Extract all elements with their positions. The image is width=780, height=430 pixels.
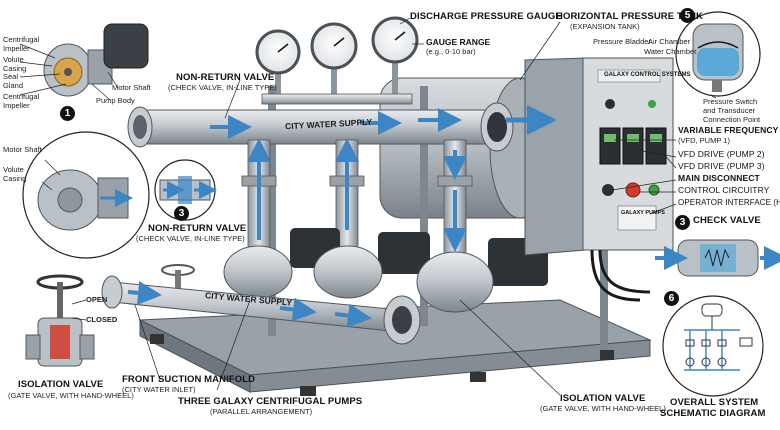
vfd1-sub: (VFD, PUMP 1) [678, 136, 730, 145]
tank-subtitle: (EXPANSION TANK) [570, 22, 640, 31]
overall-schematic-label-1: OVERALL SYSTEM [670, 397, 759, 408]
vfd2-label: VFD DRIVE (PUMP 2) [678, 149, 765, 159]
volute-left-label-b: Casing [3, 174, 27, 183]
tank-title: HORIZONTAL PRESSURE TANK [556, 11, 704, 22]
suction-manifold [101, 275, 421, 345]
pressure-gauge-icon [255, 29, 301, 98]
leader-lines [134, 17, 717, 396]
nrv-mid-sub: (CHECK VALVE, IN-LINE TYPE) [136, 234, 245, 243]
closed-label: CLOSED [86, 315, 118, 324]
pump-cutaway-top [19, 23, 149, 101]
flow-arrow-icon [279, 297, 317, 322]
pressure-switch-label-2: and Transducer [703, 106, 756, 115]
vfd3-label: VFD DRIVE (PUMP 3) [678, 161, 765, 171]
pumps-sub: (PARALLEL ARRANGEMENT) [210, 407, 313, 416]
frame-uprights [268, 86, 608, 350]
volute-label-a: Volute [3, 55, 24, 64]
gauge-header-pipe [261, 93, 413, 105]
pressure-switch-label-3: Connection Point [703, 115, 761, 124]
nrv-top-title: NON-RETURN VALVE [176, 72, 275, 83]
pump-2 [313, 232, 430, 299]
panel-plate: GALAXY PUMPS [621, 210, 665, 216]
manifold-sub: (CITY WATER INLET) [122, 385, 196, 394]
flow-arrow-icon [127, 280, 162, 305]
pressure-gauge-icon [371, 16, 419, 98]
badge-5: 5 [680, 8, 695, 23]
check-valve-icon [655, 239, 780, 277]
water-chamber-label: Water Chamber [644, 47, 697, 56]
panel-title: GALAXY CONTROL SYSTEMS [604, 72, 691, 78]
pump-detail-circle [22, 131, 150, 259]
schematic-diagram [662, 295, 764, 397]
gate-valve-icon [25, 274, 95, 367]
pumps-title: THREE GALAXY CENTRIFUGAL PUMPS [178, 396, 363, 407]
flow-arrows [127, 105, 557, 328]
badge-3b: 3 [675, 215, 690, 230]
air-chamber-label: Air Chamber [648, 37, 691, 46]
vfd1-label: VARIABLE FREQUENCY DRIVE [678, 125, 780, 135]
flow-arrow-icon [334, 303, 372, 328]
gauge-range-title: GAUGE RANGE [426, 37, 491, 47]
nrv-mid-title: NON-RETURN VALVE [148, 223, 247, 234]
iso-left-title: ISOLATION VALVE [18, 379, 104, 390]
nrv-top-sub: (CHECK VALVE, IN-LINE TYPE) [168, 83, 277, 92]
badge-6: 6 [664, 291, 679, 306]
badge-1: 1 [60, 106, 75, 121]
pressure-tank-icon [675, 11, 761, 97]
badge-3a: 3 [174, 206, 189, 221]
control-panel-icon [524, 57, 674, 302]
seal-label-b: Gland [3, 81, 24, 90]
gate-valve-icon [161, 264, 195, 288]
pressure-switch-label-1: Pressure Switch [703, 97, 758, 106]
manifold-title: FRONT SUCTION MANIFOLD [122, 374, 256, 385]
impeller-label-b: Impeller [3, 44, 30, 53]
impeller-label-a: Centrifugal [3, 35, 40, 44]
impeller2-label-b: Impeller [3, 101, 30, 110]
discharge-gauge-label: DISCHARGE PRESSURE GAUGE [410, 11, 562, 22]
open-label: OPEN [86, 295, 108, 304]
control-circuitry-label: CONTROL CIRCUITRY [678, 185, 770, 195]
pressure-gauge-icon [310, 22, 358, 98]
pressure-bladder-label: Pressure Bladder [593, 37, 651, 46]
iso-right-title: ISOLATION VALVE [560, 393, 646, 404]
iso-right-sub: (GATE VALVE, WITH HAND-WHEEL) [540, 404, 666, 413]
hmi-label: OPERATOR INTERFACE (HMI) [678, 198, 780, 207]
main-disconnect-label: MAIN DISCONNECT [678, 173, 760, 183]
gauge-range-value: (e.g., 0-10 bar) [426, 47, 476, 56]
pump-body-label: Pump Body [96, 96, 135, 105]
seal-label-a: Seal [3, 72, 19, 81]
volute-left-label-a: Volute [3, 165, 24, 174]
iso-left-sub: (GATE VALVE, WITH HAND-WHEEL) [8, 391, 134, 400]
overall-schematic-label-2: SCHEMATIC DIAGRAM [660, 408, 766, 419]
motor-shaft-top-label: Motor Shaft [112, 83, 151, 92]
impeller2-label-a: Centrifugal [3, 92, 40, 101]
check-valve-label: CHECK VALVE [693, 215, 761, 226]
check-valve-icon [154, 159, 217, 221]
pressure-gauges [255, 16, 419, 98]
motor-shaft-left-label: Motor Shaft [3, 145, 42, 154]
volute-label-b: Casing [3, 64, 27, 73]
